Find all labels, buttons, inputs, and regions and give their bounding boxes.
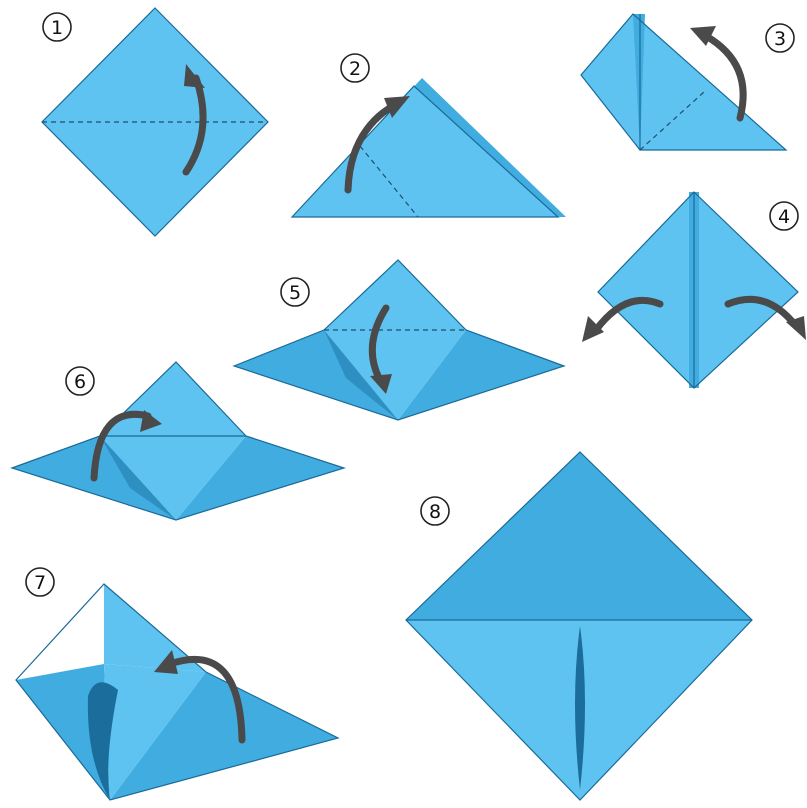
step-1: 1 (42, 8, 268, 236)
svg-text:6: 6 (74, 371, 86, 393)
svg-text:1: 1 (51, 17, 63, 39)
svg-text:8: 8 (429, 501, 441, 523)
svg-text:7: 7 (34, 572, 46, 594)
step-4: 4 (582, 192, 806, 388)
svg-text:4: 4 (778, 206, 790, 228)
step-5-number: 5 (281, 278, 309, 306)
step-5: 5 (234, 260, 564, 420)
step-3-number: 3 (766, 24, 794, 52)
step-2-number: 2 (341, 54, 369, 82)
step-6-number: 6 (66, 367, 94, 395)
step-1-number: 1 (43, 13, 71, 41)
step-7-number: 7 (26, 568, 54, 596)
svg-text:2: 2 (349, 58, 361, 80)
step-4-number: 4 (770, 202, 798, 230)
step-2: 2 (292, 54, 566, 217)
step-7: 7 (16, 568, 338, 800)
step-8-number: 8 (421, 497, 449, 525)
svg-text:3: 3 (774, 28, 786, 50)
step-8: 8 (406, 452, 752, 800)
svg-text:5: 5 (289, 282, 301, 304)
step-3: 3 (581, 14, 794, 150)
